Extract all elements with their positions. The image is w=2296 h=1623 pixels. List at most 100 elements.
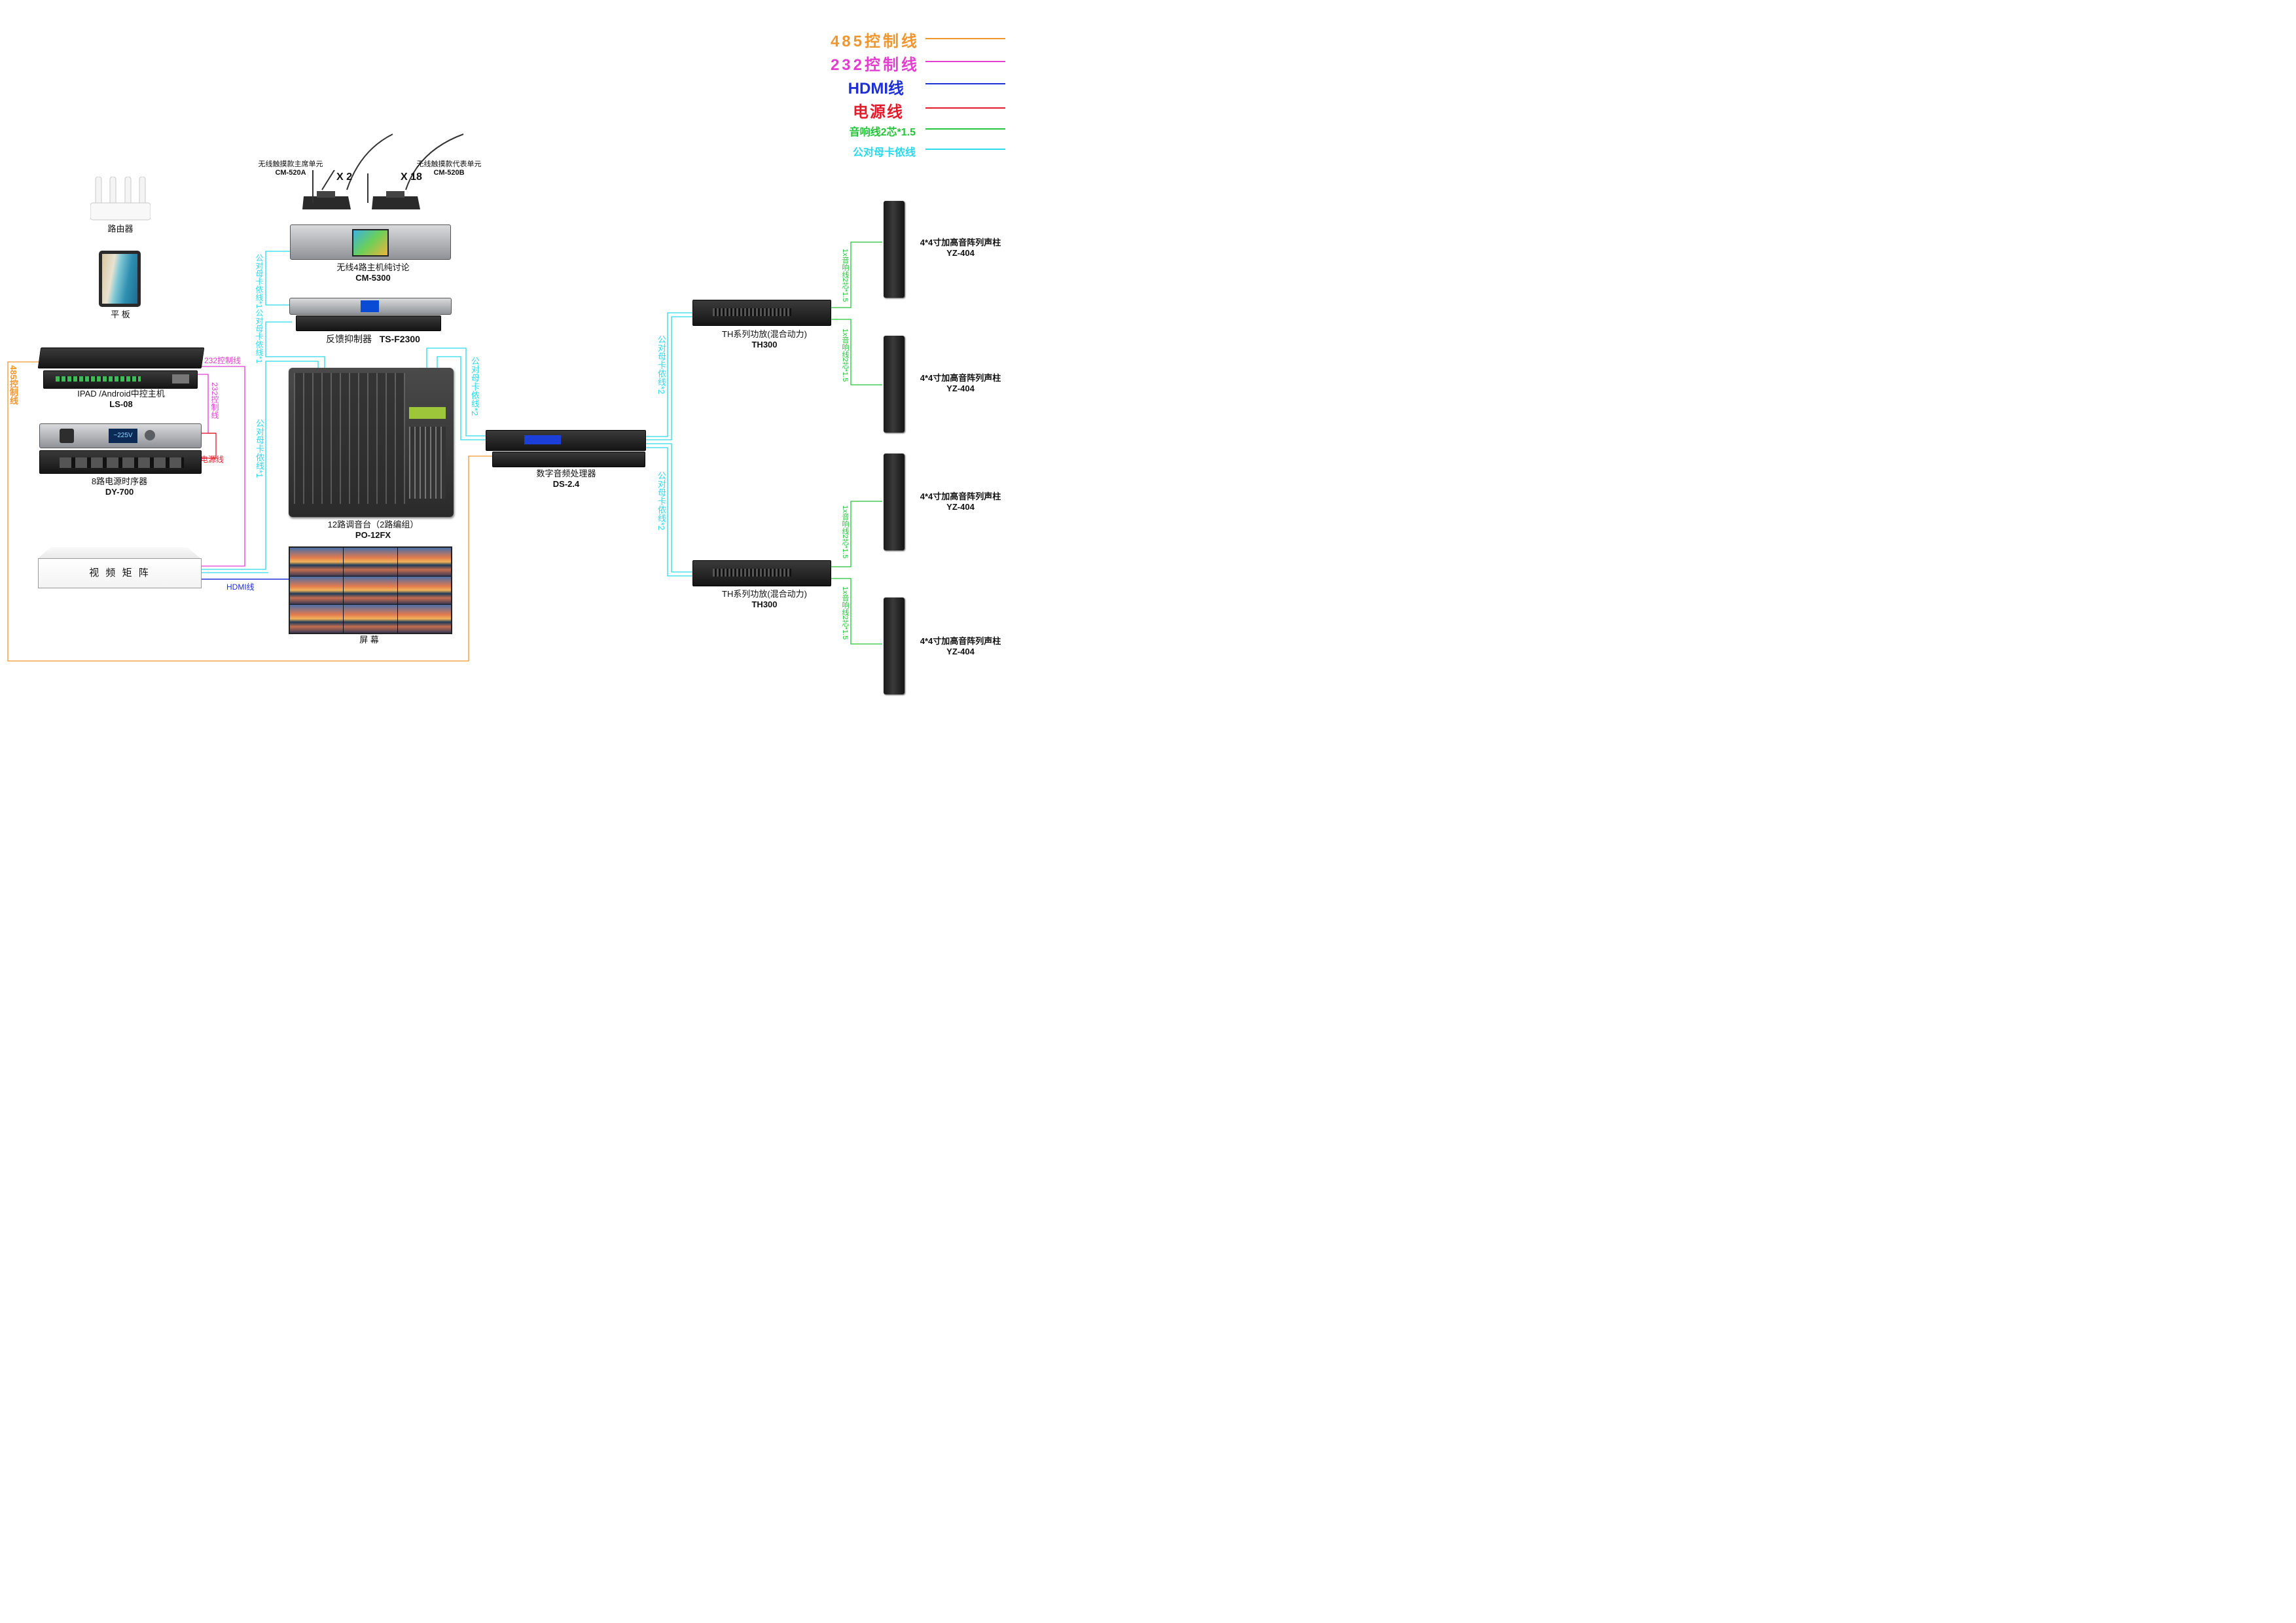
legend-power: 电源线 (853, 103, 904, 121)
speaker-4 (884, 597, 905, 694)
legend-485: 485控制线 (830, 33, 920, 50)
router (90, 176, 151, 223)
label-xlr-3: 公对母卡侬线*1 (255, 419, 264, 478)
amp-2-model: TH300 (751, 599, 778, 609)
host-screen (352, 229, 389, 257)
mixer (289, 368, 454, 517)
cable-xlr-mixer-processor-a (426, 348, 486, 437)
amp-1-label: TH系列功放(混合动力) TH300 (699, 329, 830, 350)
host-unit (290, 224, 451, 260)
cable-485 (7, 361, 492, 662)
speaker-2-label: 4*4寸加高音阵列声柱 YZ-404 (910, 373, 1011, 394)
host-model: CM-5300 (355, 273, 391, 283)
label-spk-4: 1x音响线2芯*1.5 (841, 586, 849, 640)
chairman-mic-qty: X 2 (336, 171, 353, 183)
speaker-4-name: 4*4寸加高音阵列声柱 (920, 636, 1001, 646)
cable-xlr-suppressor-mixer (265, 321, 325, 368)
delegate-mic-model: CM-520B (433, 169, 465, 177)
amp-1-model: TH300 (751, 340, 778, 349)
suppressor-name: 反馈抑制器 (326, 334, 372, 344)
label-232-v: 232控制线 (210, 382, 219, 419)
sequencer-front: ~225V (39, 423, 202, 448)
speaker-1-name: 4*4寸加高音阵列声柱 (920, 238, 1001, 247)
legend-hdmi: HDMI线 (848, 80, 904, 98)
cable-speaker-4 (830, 578, 882, 645)
controller-name: IPAD /Android中控主机 (77, 389, 165, 399)
amp-2-name: TH系列功放(混合动力) (722, 589, 807, 599)
cable-diagram (7, 38, 1005, 662)
sequencer-model: DY-700 (105, 487, 134, 497)
delegate-mic-name: 无线触摸款代表单元 (416, 160, 482, 168)
speaker-2-name: 4*4寸加高音阵列声柱 (920, 373, 1001, 383)
cable-xlr-processor-amp2-b (645, 447, 692, 577)
mic-gooseneck (312, 134, 464, 203)
delegate-mic-qty: X 18 (401, 171, 422, 183)
tablet (99, 251, 141, 307)
tablet-label: 平 板 (111, 310, 130, 319)
legend-232: 232控制线 (830, 56, 920, 74)
speaker-4-label: 4*4寸加高音阵列声柱 YZ-404 (910, 636, 1011, 657)
speaker-3-label: 4*4寸加高音阵列声柱 YZ-404 (910, 491, 1011, 512)
controller-label: IPAD /Android中控主机 LS-08 (62, 389, 180, 410)
label-power: 电源线 (200, 455, 224, 464)
sequencer-display: ~225V (109, 429, 137, 443)
cable-232-matrix (196, 366, 245, 567)
label-232-h: 232控制线 (204, 356, 242, 365)
label-spk-3: 1x音响线2芯*1.5 (841, 505, 849, 559)
video-wall (289, 546, 452, 634)
chairman-mic-name: 无线触摸款主席单元 (258, 160, 323, 168)
suppressor-back (296, 315, 441, 331)
delegate-mic (372, 170, 423, 213)
speaker-3 (884, 454, 905, 550)
video-matrix: 视 频 矩 阵 (38, 558, 202, 588)
sequencer-outlet (60, 429, 74, 443)
video-matrix-label: 视 频 矩 阵 (89, 567, 151, 579)
router-icon (90, 176, 151, 221)
speaker-4-model: YZ-404 (946, 647, 975, 656)
amp-2 (692, 560, 831, 586)
label-xlr-5: 公对母卡侬线*2 (656, 335, 666, 395)
processor-name: 数字音频处理器 (536, 469, 596, 478)
cable-xlr-mixer-processor-b (437, 356, 486, 440)
suppressor-model: TS-F2300 (379, 334, 420, 344)
amp-2-label: TH系列功放(混合动力) TH300 (699, 589, 830, 610)
controller-back (43, 370, 198, 389)
processor-display (524, 435, 561, 444)
sequencer-back (39, 450, 202, 474)
legend-xlr: 公对母卡侬线 (852, 147, 916, 158)
label-xlr-4: 公对母卡侬线*2 (470, 357, 480, 416)
cable-xlr-host-suppressor (265, 251, 292, 306)
chairman-mic-label: 无线触摸款主席单元 CM-520A (254, 160, 327, 177)
mixer-name: 12路调音台（2路编组） (327, 520, 419, 529)
processor-front (486, 430, 646, 451)
suppressor-label: 反馈抑制器 TS-F2300 (308, 334, 439, 344)
host-name: 无线4路主机纯讨论 (336, 262, 410, 272)
tablet-screen (102, 254, 137, 304)
amp-1-name: TH系列功放(混合动力) (722, 329, 807, 339)
processor-back (492, 452, 645, 467)
legend-speaker: 音响线2芯*1.5 (849, 127, 916, 138)
processor-model: DS-2.4 (552, 479, 580, 489)
speaker-2 (884, 336, 905, 433)
suppressor-display (361, 300, 379, 312)
label-xlr-2: 公对母卡侬线*1 (255, 309, 264, 364)
mixer-model: PO-12FX (355, 530, 391, 540)
cable-xlr-matrix-mixer-a (200, 361, 319, 570)
label-spk-1: 1x音响线2芯*1.5 (841, 249, 849, 302)
controller-top (37, 348, 205, 368)
chairman-mic-model: CM-520A (275, 169, 306, 177)
speaker-1-model: YZ-404 (946, 248, 975, 258)
sequencer-label: 8路电源时序器 DY-700 (62, 476, 177, 497)
speaker-1 (884, 201, 905, 298)
label-xlr-6: 公对母卡侬线*2 (656, 471, 666, 531)
speaker-2-model: YZ-404 (946, 383, 975, 393)
label-xlr-1: 公对母卡侬线*1 (255, 254, 264, 309)
mixer-label: 12路调音台（2路编组） PO-12FX (314, 520, 432, 541)
speaker-3-model: YZ-404 (946, 502, 975, 512)
cable-speaker-3 (830, 501, 882, 567)
cable-xlr-processor-amp1-b (645, 316, 692, 440)
cable-speaker-2 (830, 319, 882, 385)
speaker-3-name: 4*4寸加高音阵列声柱 (920, 491, 1001, 501)
delegate-mic-label: 无线触摸款代表单元 CM-520B (412, 160, 486, 177)
suppressor-front (289, 298, 452, 315)
